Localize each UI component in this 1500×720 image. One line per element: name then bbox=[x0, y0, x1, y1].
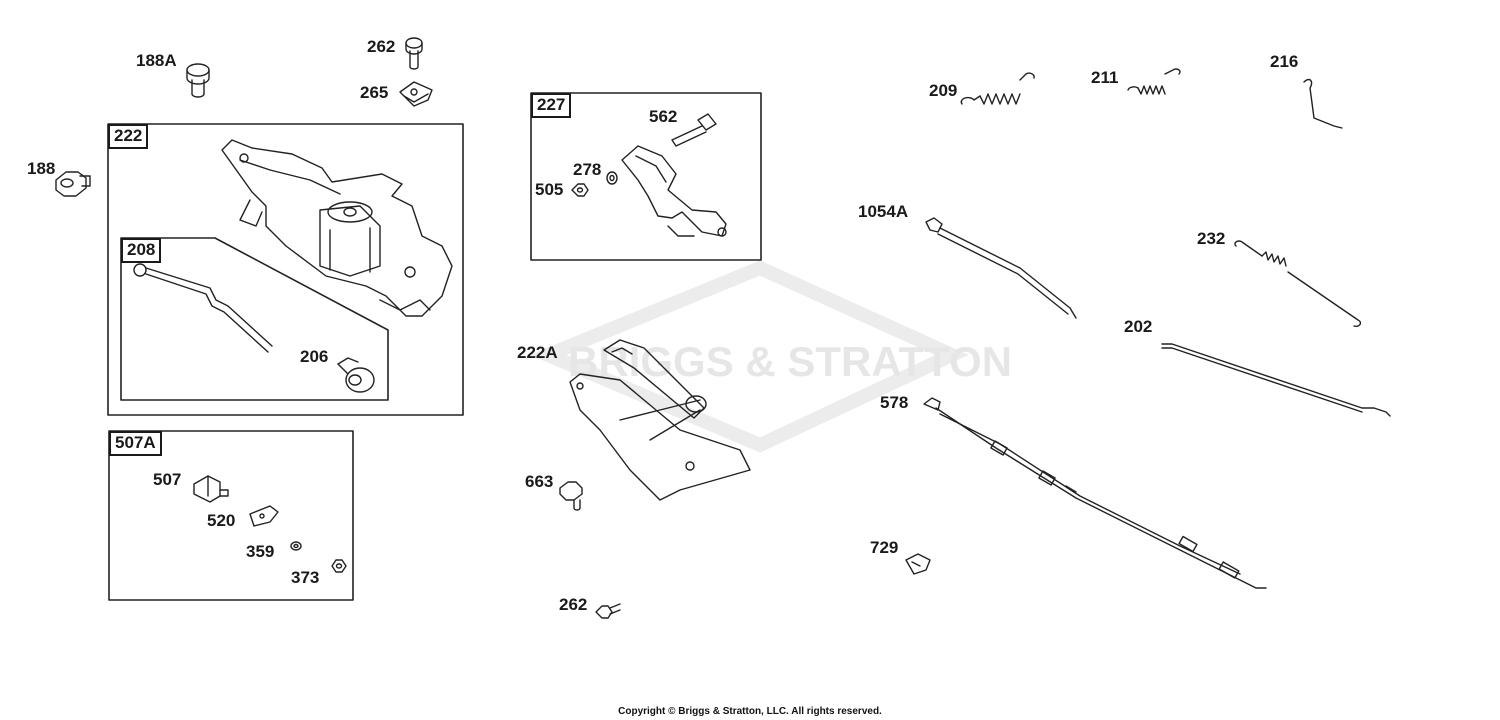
part-278-washer bbox=[606, 171, 618, 185]
part-188A-bolt bbox=[186, 63, 210, 98]
part-729-clip bbox=[905, 553, 931, 575]
label-202: 202 bbox=[1124, 317, 1153, 336]
group-box-507A bbox=[108, 430, 354, 601]
group-label-208: 208 bbox=[121, 238, 162, 263]
part-202-rod bbox=[1161, 343, 1391, 417]
part-232-spring bbox=[1234, 240, 1362, 328]
label-505: 505 bbox=[535, 180, 564, 199]
label-1054A: 1054A bbox=[858, 202, 909, 221]
part-507-lever bbox=[193, 475, 229, 503]
label-206: 206 bbox=[300, 347, 329, 366]
part-188-nut bbox=[55, 171, 91, 197]
part-222A-plate bbox=[569, 339, 751, 501]
part-209-spring bbox=[960, 72, 1035, 105]
label-188: 188 bbox=[27, 159, 56, 178]
label-188A: 188A bbox=[136, 51, 177, 70]
label-265: 265 bbox=[360, 83, 389, 102]
part-227-bracket bbox=[621, 145, 727, 237]
label-211: 211 bbox=[1091, 68, 1119, 87]
part-520-plate bbox=[249, 505, 279, 527]
group-box-222 bbox=[107, 123, 464, 416]
group-label-222: 222 bbox=[108, 124, 149, 149]
group-box-208 bbox=[120, 237, 389, 401]
watermark-text: BRIGGS & STRATTON bbox=[568, 338, 1013, 385]
label-663: 663 bbox=[525, 472, 554, 491]
group-label-227: 227 bbox=[531, 93, 572, 118]
label-359: 359 bbox=[246, 542, 275, 561]
label-262-top: 262 bbox=[367, 37, 396, 56]
part-1054A-tie bbox=[925, 217, 1077, 319]
part-222-bracket bbox=[221, 139, 453, 317]
part-262-screw-bottom bbox=[595, 603, 621, 619]
label-578: 578 bbox=[880, 393, 909, 412]
part-262-screw-top bbox=[405, 37, 423, 70]
part-663-bolt bbox=[559, 481, 583, 511]
label-507: 507 bbox=[153, 470, 182, 489]
label-232: 232 bbox=[1197, 229, 1226, 248]
label-278: 278 bbox=[573, 160, 602, 179]
label-520: 520 bbox=[207, 511, 236, 530]
part-505-nut bbox=[571, 183, 589, 197]
part-216-rod bbox=[1303, 78, 1343, 129]
part-562-bolt bbox=[671, 113, 717, 147]
label-373: 373 bbox=[291, 568, 320, 587]
label-222A: 222A bbox=[517, 343, 558, 362]
group-label-507A: 507A bbox=[109, 431, 162, 456]
part-265-clip bbox=[399, 81, 433, 107]
part-208-link-rod bbox=[133, 263, 273, 353]
label-729: 729 bbox=[870, 538, 899, 557]
group-box-227 bbox=[530, 92, 762, 261]
label-562: 562 bbox=[649, 107, 678, 126]
part-211-spring bbox=[1127, 68, 1181, 95]
part-359-washer bbox=[290, 541, 302, 551]
label-262-bottom: 262 bbox=[559, 595, 588, 614]
copyright-notice: Copyright © Briggs & Stratton, LLC. All … bbox=[618, 706, 882, 717]
part-578-cable bbox=[923, 397, 1267, 589]
label-216: 216 bbox=[1270, 52, 1299, 71]
part-373-nut bbox=[331, 559, 347, 573]
part-206-knob bbox=[337, 357, 375, 393]
label-209: 209 bbox=[929, 81, 958, 100]
